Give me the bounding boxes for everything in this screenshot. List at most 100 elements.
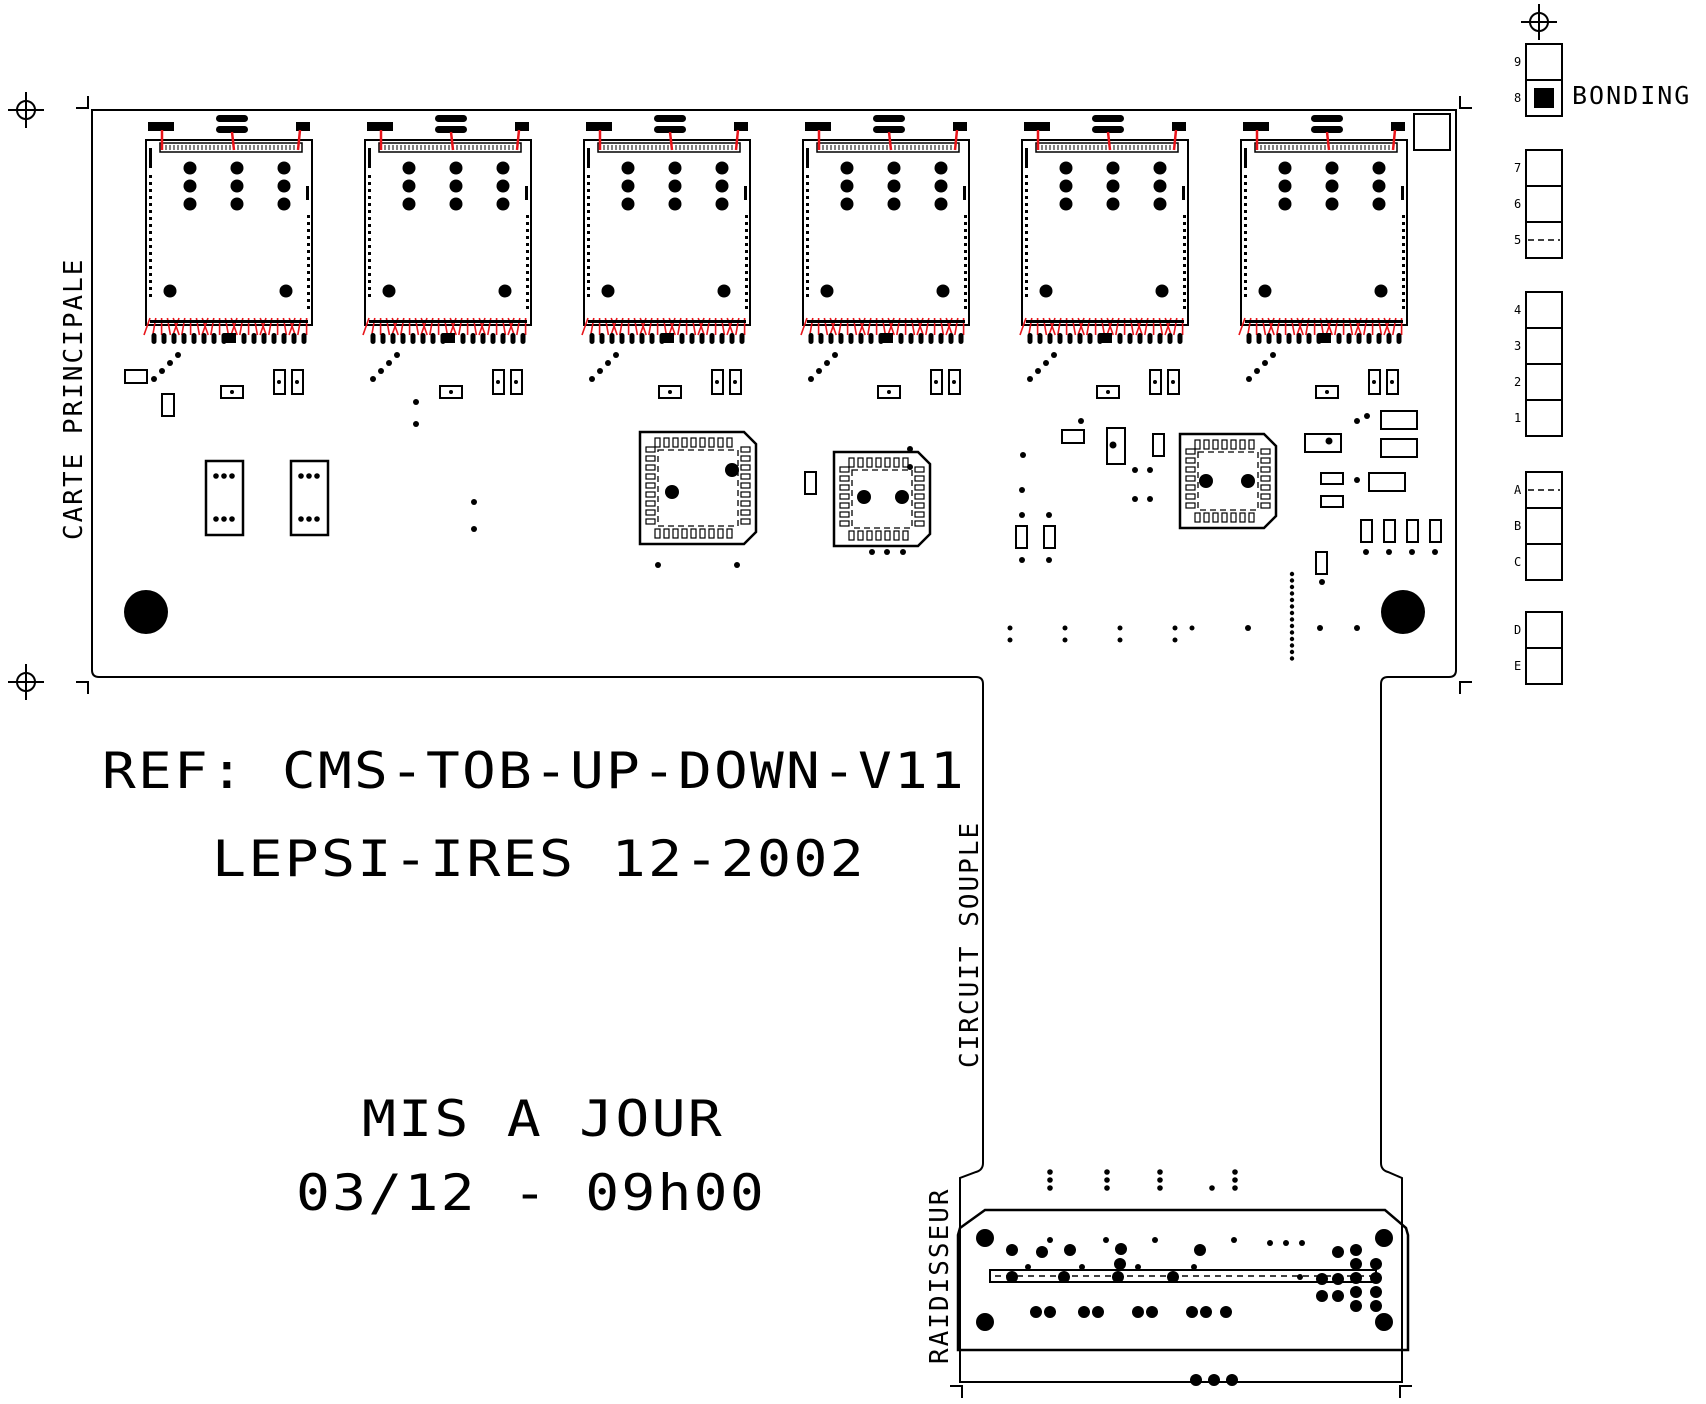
- hybrid-top-pad: [734, 122, 748, 131]
- hybrid-side-pin: [149, 196, 152, 199]
- hybrid-side-pin: [526, 264, 529, 267]
- via: [1062, 625, 1068, 631]
- hybrid-side-pin: [806, 231, 809, 234]
- hybrid-bottom-pin: [201, 333, 207, 344]
- plcc-pin: [914, 475, 925, 482]
- bond-wire: [1019, 317, 1027, 336]
- hybrid-bottom-pin: [1057, 333, 1063, 344]
- via: [1289, 591, 1295, 596]
- bond-wire: [1391, 129, 1397, 151]
- via-small: [1232, 1169, 1238, 1175]
- label-flex-circuit: CIRCUIT SOUPLE: [955, 821, 985, 1068]
- mounting-via: [976, 1229, 994, 1247]
- hybrid-side-pin: [806, 273, 809, 276]
- hybrid-bottom-pin: [649, 333, 655, 344]
- hybrid-bottom-pin: [430, 333, 436, 344]
- hybrid-via: [621, 179, 635, 193]
- hybrid-side-pin: [806, 252, 809, 255]
- plcc-pin: [740, 509, 751, 516]
- smd-cap: [1315, 385, 1339, 399]
- hybrid-via: [715, 197, 729, 211]
- bond-wire: [230, 131, 236, 151]
- via: [1062, 637, 1068, 643]
- via: [1370, 1300, 1382, 1312]
- hybrid-via: [277, 161, 291, 175]
- plcc-chip: [832, 450, 932, 548]
- hybrid-side-pin: [1025, 182, 1028, 185]
- hybrid-side-pin: [1402, 229, 1405, 232]
- plcc-pin: [645, 509, 656, 516]
- plcc-pin: [848, 530, 855, 541]
- via: [1289, 643, 1295, 648]
- hybrid-side-pin: [526, 285, 529, 288]
- plcc-pin: [699, 437, 706, 448]
- smd-dot: [496, 380, 500, 384]
- hybrid-module: [800, 115, 970, 399]
- hybrid-side-pin: [368, 203, 371, 206]
- hybrid-outline: [583, 139, 751, 326]
- bonding-pad-B: B: [1514, 507, 1563, 545]
- smd-dot: [1171, 380, 1175, 384]
- bonding-pad-label: 6: [1514, 197, 1521, 211]
- via-small: [1283, 1240, 1289, 1246]
- hybrid-bottom-pin: [1286, 333, 1292, 344]
- smd-pad: [161, 393, 175, 417]
- hybrid-bottom-pin: [390, 333, 396, 344]
- via-small: [1047, 1237, 1053, 1243]
- hybrid-bottom-pin: [1087, 333, 1093, 344]
- plcc-pin: [1260, 466, 1271, 473]
- smd-res: [492, 369, 505, 395]
- hybrid-side-pin: [368, 224, 371, 227]
- bond-wire: [515, 129, 521, 151]
- hybrid-side-pin: [526, 229, 529, 232]
- plcc-pin: [654, 528, 661, 539]
- hybrid-side-pin: [1025, 259, 1028, 262]
- plcc-pin: [848, 457, 855, 468]
- hybrid-side-pin: [526, 299, 529, 302]
- hybrid-pad: [744, 186, 747, 200]
- hybrid-via: [934, 179, 948, 193]
- via: [1112, 1271, 1124, 1283]
- hybrid-side-pin: [964, 250, 967, 253]
- hybrid-via: [1153, 197, 1167, 211]
- hybrid-top-pad: [654, 126, 686, 133]
- hybrid-top-pad: [1311, 115, 1343, 122]
- hybrid-via: [887, 197, 901, 211]
- bonding-pad-6: 6: [1514, 185, 1563, 223]
- hybrid-bottom-pin: [470, 333, 476, 344]
- plcc-pin: [1185, 448, 1196, 455]
- plcc-pin: [663, 437, 670, 448]
- hybrid-via: [887, 161, 901, 175]
- hybrid-side-pin: [149, 175, 152, 178]
- hybrid-via: [279, 284, 293, 298]
- hybrid-bottom-pad: [443, 333, 455, 343]
- hybrid-bottom-pin: [1067, 333, 1073, 344]
- hybrid-via: [1278, 197, 1292, 211]
- hybrid-bottom-pin: [938, 333, 944, 344]
- via: [1132, 1306, 1144, 1318]
- hybrid-via: [230, 179, 244, 193]
- plcc-pin: [914, 484, 925, 491]
- hybrid-bottom-pin: [679, 333, 685, 344]
- plcc-pin: [690, 437, 697, 448]
- hybrid-bottom-pin: [420, 333, 426, 344]
- bonding-pad-label: D: [1514, 623, 1521, 637]
- registration-target-bottom-left: [8, 664, 44, 700]
- hybrid-side-pin: [806, 189, 809, 192]
- bonding-pad: [1525, 43, 1563, 81]
- hybrid-bottom-pin: [301, 333, 307, 344]
- hybrid-bottom-pin: [1296, 333, 1302, 344]
- hybrid-bottom-pin: [719, 333, 725, 344]
- hybrid-via: [1374, 284, 1388, 298]
- via: [1370, 1272, 1382, 1284]
- hybrid-side-pin: [1244, 231, 1247, 234]
- hybrid-via: [402, 161, 416, 175]
- via-small: [1157, 1169, 1163, 1175]
- bond-wire: [953, 129, 959, 151]
- plcc-outline: [1178, 432, 1278, 530]
- hybrid-side-pin: [745, 299, 748, 302]
- via: [1036, 1246, 1048, 1258]
- plcc-pin: [1185, 484, 1196, 491]
- hybrid-bottom-pin: [739, 333, 745, 344]
- hybrid-side-pin: [806, 182, 809, 185]
